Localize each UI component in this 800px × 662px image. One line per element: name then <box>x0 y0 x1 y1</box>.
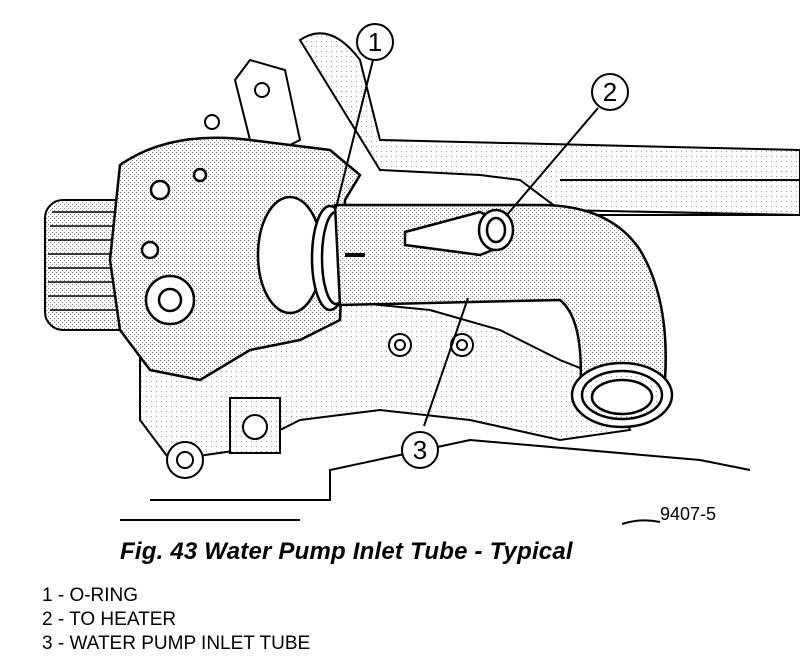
water-pump-illustration: 1 2 3 9407-5 <box>44 23 800 525</box>
legend-item-1: 1 - O-RING <box>42 585 139 606</box>
callout-3-number: 3 <box>413 435 427 465</box>
leader-line-3 <box>423 297 469 427</box>
leader-line-2 <box>505 107 599 217</box>
figure-caption: Fig. 43 Water Pump Inlet Tube - Typical <box>120 538 573 565</box>
drawing-number: 9407-5 <box>660 504 716 524</box>
drawing-id-mark <box>621 519 661 525</box>
callout-2-number: 2 <box>603 77 617 107</box>
callout-1-number: 1 <box>368 27 382 57</box>
leader-lines <box>335 59 661 525</box>
callout-3: 3 <box>401 431 439 469</box>
legend-item-2: 2 - TO HEATER <box>42 609 177 630</box>
water-pump-inlet-tube <box>333 203 674 429</box>
leader-line-1 <box>335 59 374 209</box>
water-pump-housing <box>108 136 362 382</box>
callout-1: 1 <box>356 23 394 61</box>
callout-2: 2 <box>591 73 629 111</box>
legend: 1 - O-RING 2 - TO HEATER 3 - WATER PUMP … <box>42 584 310 656</box>
upper-bracket <box>204 58 302 152</box>
engine-deck <box>298 32 800 217</box>
legend-item-3: 3 - WATER PUMP INLET TUBE <box>42 633 311 654</box>
